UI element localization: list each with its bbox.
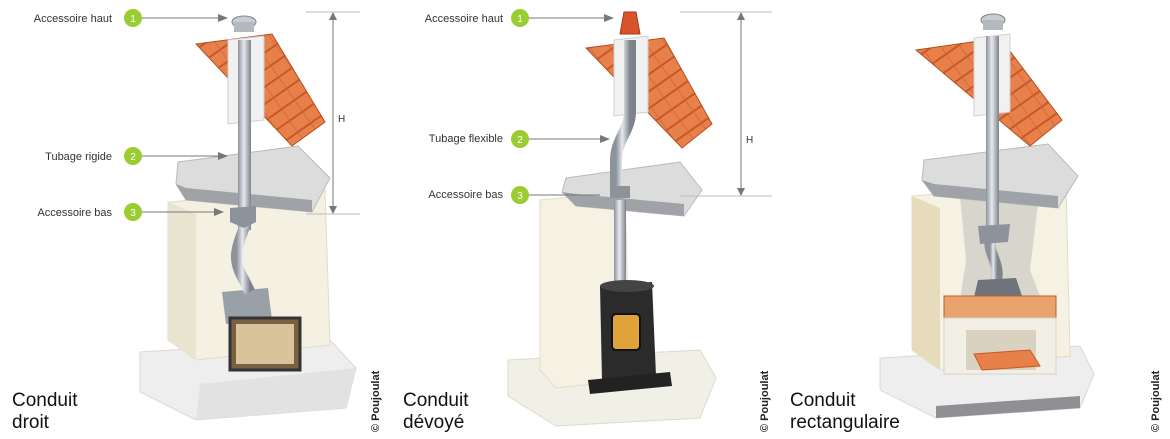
height-label: H [338,114,345,125]
roof-tiles [584,37,713,149]
callout-number: 1 [517,14,523,25]
panel-conduit-devoye: H Accessoire haut 1 Tubage flexible 2 Ac… [425,9,772,427]
caption-line: Conduit [403,390,469,411]
copyright-notice: © Poujoulat [1150,370,1162,432]
callout-3: Accessoire bas 3 [428,186,600,204]
caption-line: Conduit [12,390,78,411]
fireplace-hood [222,288,272,324]
fireplace-grate [973,349,1041,371]
callout-number: 3 [517,191,523,202]
bottom-accessory [610,186,630,198]
flexible-connector [231,226,255,295]
panel-conduit-rectangulaire [879,13,1095,419]
callout-label: Accessoire haut [34,13,112,25]
height-label: H [746,135,753,146]
callout-3: Accessoire bas 3 [37,203,224,221]
callout-badge [511,186,529,204]
callout-1: Accessoire haut 1 [34,9,228,27]
top-cap-accessory [619,11,641,35]
callout-1: Accessoire haut 1 [425,9,614,27]
fireplace-lintel [943,295,1057,319]
callout-number: 1 [130,14,136,25]
stove-flue-pipe [614,200,626,290]
callout-label: Accessoire bas [37,207,112,219]
callout-badge [124,203,142,221]
flexible-liner-pipe [610,40,636,196]
callout-label: Tubage flexible [429,133,503,145]
callout-badge [511,9,529,27]
caption-line: rectangulaire [790,412,900,433]
panel-conduit-droit: H Accessoire haut 1 Tubage rigide 2 Acce… [34,9,360,421]
rigid-liner-pipe [238,40,251,230]
caption-line: droit [12,412,49,433]
caption-conduit-devoye: Conduit dévoyé [403,390,469,434]
copyright-notice: © Poujoulat [370,370,382,432]
callout-2: Tubage rigide 2 [45,147,228,165]
callout-number: 3 [130,208,136,219]
bottom-accessory [230,206,256,228]
caption-line: dévoyé [403,412,465,433]
callout-label: Accessoire bas [428,189,503,201]
caption-line: Conduit [790,390,856,411]
liner-pipe [986,36,999,236]
callout-2: Tubage flexible 2 [429,130,610,148]
callout-badge [124,147,142,165]
callout-badge [511,130,529,148]
stove-window [611,313,641,351]
callout-number: 2 [517,135,523,146]
rectangular-chimney-void [960,188,1040,300]
caption-conduit-rectangulaire: Conduit rectangulaire [790,390,900,434]
caption-conduit-droit: Conduit droit [12,390,78,434]
callout-label: Accessoire haut [425,13,503,25]
callout-badge [124,9,142,27]
callout-label: Tubage rigide [45,151,112,163]
copyright-notice: © Poujoulat [759,370,771,432]
callout-number: 2 [130,152,136,163]
bottom-accessory [978,224,1010,244]
